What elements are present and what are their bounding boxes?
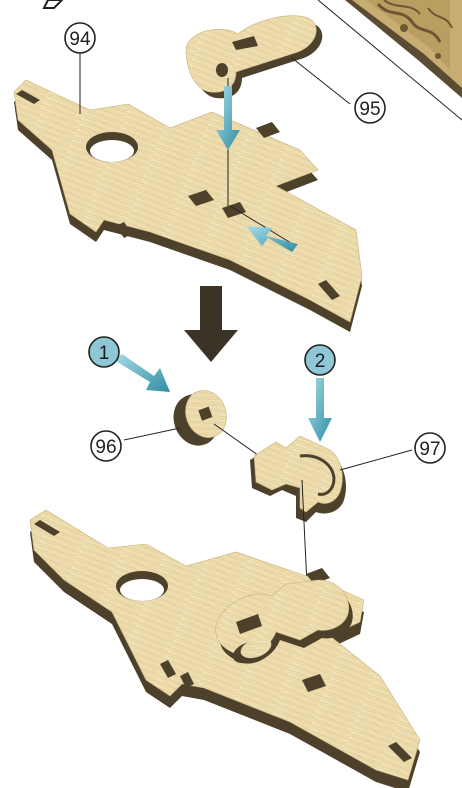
callout-94: 94	[65, 23, 95, 53]
step-2-arrow	[308, 378, 332, 442]
callout-95-label: 95	[359, 99, 380, 120]
leader-line-97	[340, 450, 412, 470]
corner-hexagon-fragment	[44, 0, 62, 8]
big-down-arrow	[184, 286, 238, 362]
step-2-marker: 2	[305, 345, 335, 375]
step-1-label: 1	[99, 343, 110, 364]
step-2-label: 2	[315, 351, 326, 372]
decorative-box-corner	[318, 0, 462, 120]
part-97-block	[250, 436, 346, 522]
callout-97-label: 97	[419, 439, 440, 460]
callout-97: 97	[415, 433, 445, 463]
step-1-marker: 1	[89, 337, 119, 367]
callout-95: 95	[355, 93, 385, 123]
part-94-plate	[14, 80, 362, 332]
step-1-arrow	[114, 354, 170, 392]
callout-94-label: 94	[69, 29, 91, 50]
callout-96: 96	[91, 431, 121, 461]
leader-line-96	[124, 428, 180, 440]
axis-line-96	[214, 424, 262, 458]
part-96-disc	[166, 385, 233, 452]
part-95-cam	[186, 16, 322, 99]
leader-line-95	[292, 58, 350, 104]
callout-96-label: 96	[95, 437, 116, 458]
